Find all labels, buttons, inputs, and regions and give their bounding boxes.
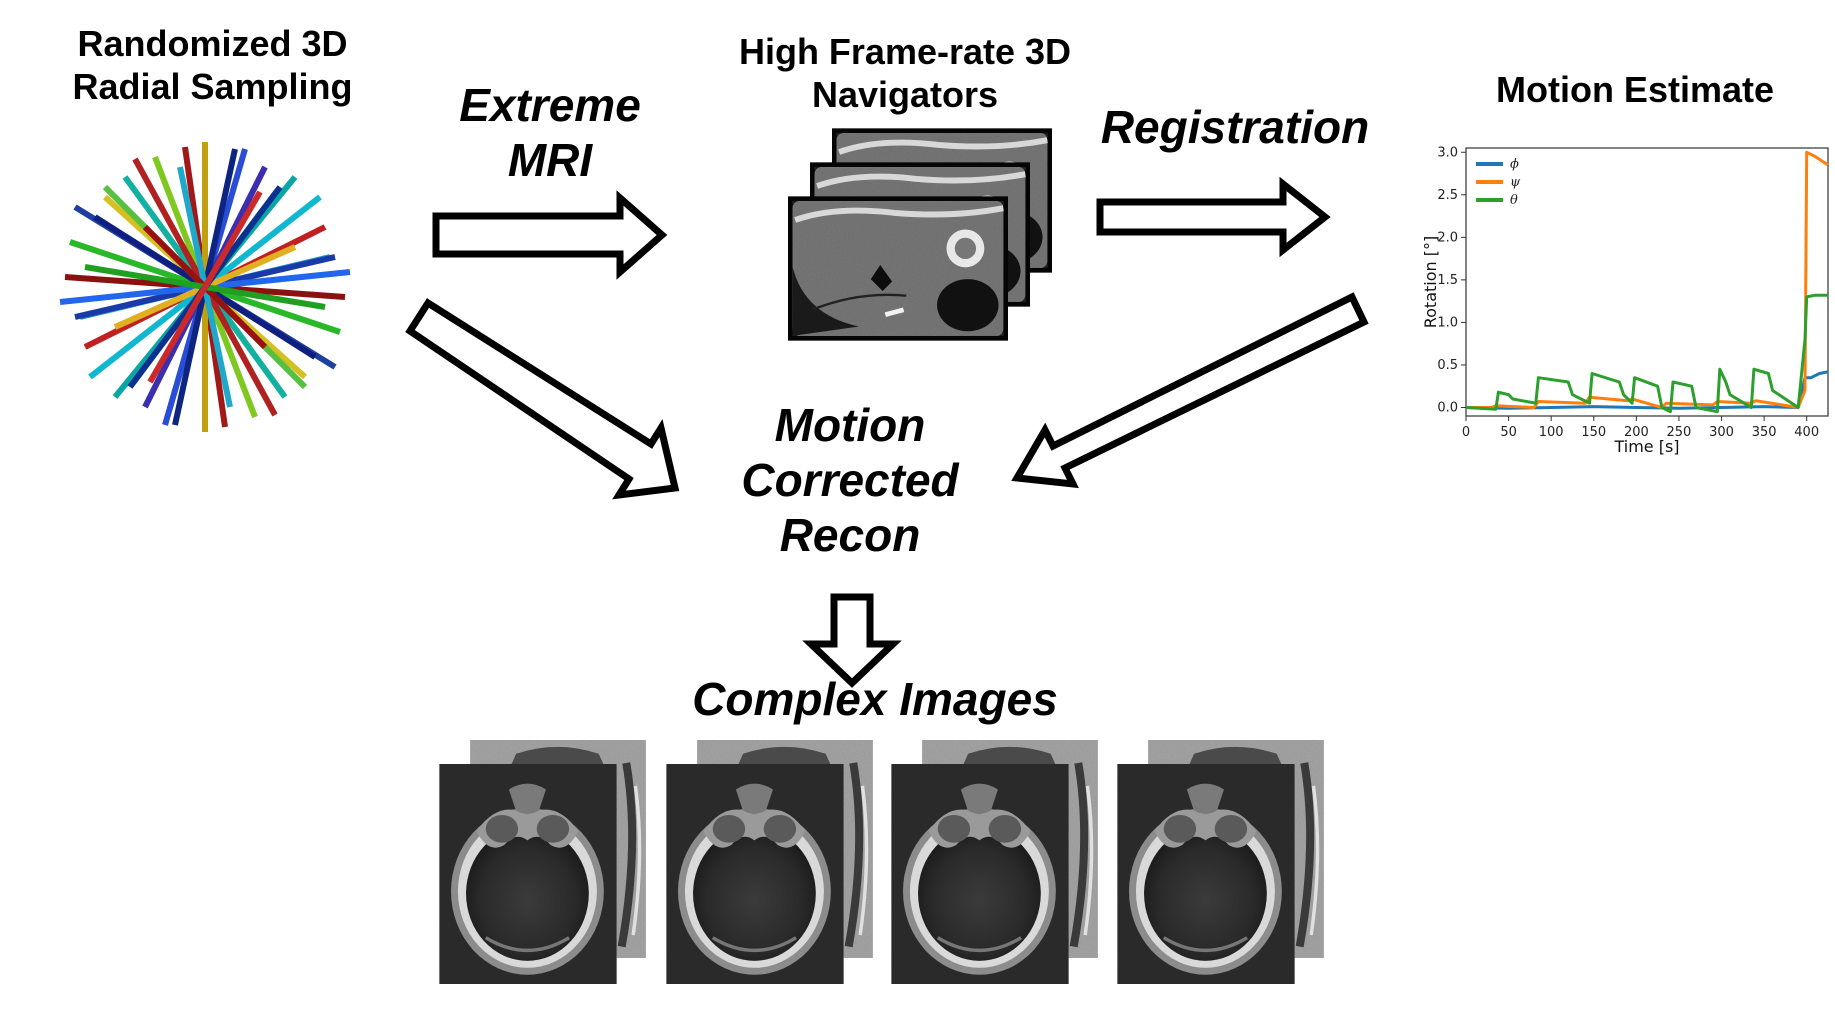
label-navigators-line2: Navigators bbox=[811, 74, 999, 116]
y-tick-label: 0.5 bbox=[1437, 358, 1458, 373]
complex-image-stack bbox=[891, 740, 1097, 984]
y-tick-label: 0.0 bbox=[1437, 400, 1458, 415]
x-tick-label: 0 bbox=[1462, 425, 1470, 440]
label-complex-images: Complex Images bbox=[692, 673, 1058, 725]
complex-images bbox=[439, 740, 1323, 984]
y-tick-label: 1.5 bbox=[1437, 273, 1458, 288]
label-radial-sampling: Randomized 3D Radial Sampling bbox=[40, 22, 385, 108]
navigator-stack bbox=[788, 128, 1052, 340]
chart-x-label: Time [s] bbox=[1613, 437, 1679, 456]
complex-image-stack bbox=[439, 740, 645, 984]
y-tick-label: 2.0 bbox=[1437, 230, 1458, 245]
label-motion-estimate: Motion Estimate bbox=[1495, 69, 1774, 110]
chart-legend: ϕ ψ θ bbox=[1476, 157, 1521, 208]
y-tick-label: 3.0 bbox=[1437, 145, 1458, 160]
x-tick-label: 100 bbox=[1539, 425, 1564, 440]
y-tick-label: 1.0 bbox=[1437, 315, 1458, 330]
series-line-2 bbox=[1465, 293, 1828, 414]
arrow-motion-to-recon bbox=[1011, 292, 1369, 489]
label-recon-line1: Motion bbox=[774, 399, 926, 451]
series-line-0 bbox=[1465, 370, 1829, 410]
label-extreme-line2: MRI bbox=[507, 134, 593, 187]
chart-plot-area bbox=[1465, 147, 1829, 417]
arrow-recon-down bbox=[802, 593, 902, 688]
chart-lines bbox=[1465, 150, 1829, 414]
label-radial-line2: Radial Sampling bbox=[72, 66, 353, 108]
navigator-frame-front bbox=[788, 196, 1008, 340]
label-recon-line2: Corrected bbox=[741, 454, 959, 507]
radial-spokes-graphic bbox=[59, 142, 351, 432]
label-extreme-mri: Extreme MRI bbox=[420, 78, 680, 188]
x-tick-label: 200 bbox=[1624, 425, 1649, 440]
x-tick-label: 150 bbox=[1581, 425, 1606, 440]
label-registration: Registration bbox=[1100, 101, 1370, 153]
chart-ticks: 0 50 100 150 200 250 300 350 400 0.0 0.5 1.0 1.5 2.0 2… bbox=[1437, 145, 1819, 440]
legend-label-phi: ϕ bbox=[1510, 157, 1519, 172]
arrow-extreme-mri bbox=[432, 190, 668, 280]
y-tick-label: 2.5 bbox=[1437, 188, 1458, 203]
series-line-1 bbox=[1466, 150, 1829, 409]
x-tick-label: 50 bbox=[1500, 425, 1517, 440]
label-navigators: High Frame-rate 3D Navigators bbox=[700, 30, 1110, 116]
complex-image-stack bbox=[666, 740, 872, 984]
motion-chart: 0 50 100 150 200 250 300 350 400 0.0 0.5 1.0 1.5 2.0 2… bbox=[1421, 145, 1829, 456]
label-motion-corrected-recon: Motion Corrected Recon bbox=[700, 398, 1000, 564]
x-tick-label: 300 bbox=[1709, 425, 1734, 440]
label-navigators-line1: High Frame-rate 3D bbox=[738, 31, 1072, 72]
legend-label-psi: ψ bbox=[1510, 175, 1521, 190]
x-tick-label: 350 bbox=[1752, 425, 1777, 440]
label-extreme-line1: Extreme bbox=[459, 79, 641, 131]
arrow-radial-to-recon bbox=[405, 298, 680, 500]
x-tick-label: 400 bbox=[1794, 425, 1819, 440]
label-recon-line3: Recon bbox=[779, 509, 921, 562]
legend-label-theta: θ bbox=[1510, 193, 1518, 208]
arrow-registration bbox=[1096, 176, 1331, 258]
label-radial-line1: Randomized 3D bbox=[77, 23, 348, 64]
complex-image-stack bbox=[1117, 740, 1323, 984]
x-tick-label: 250 bbox=[1667, 425, 1692, 440]
chart-y-label: Rotation [°] bbox=[1421, 236, 1440, 328]
